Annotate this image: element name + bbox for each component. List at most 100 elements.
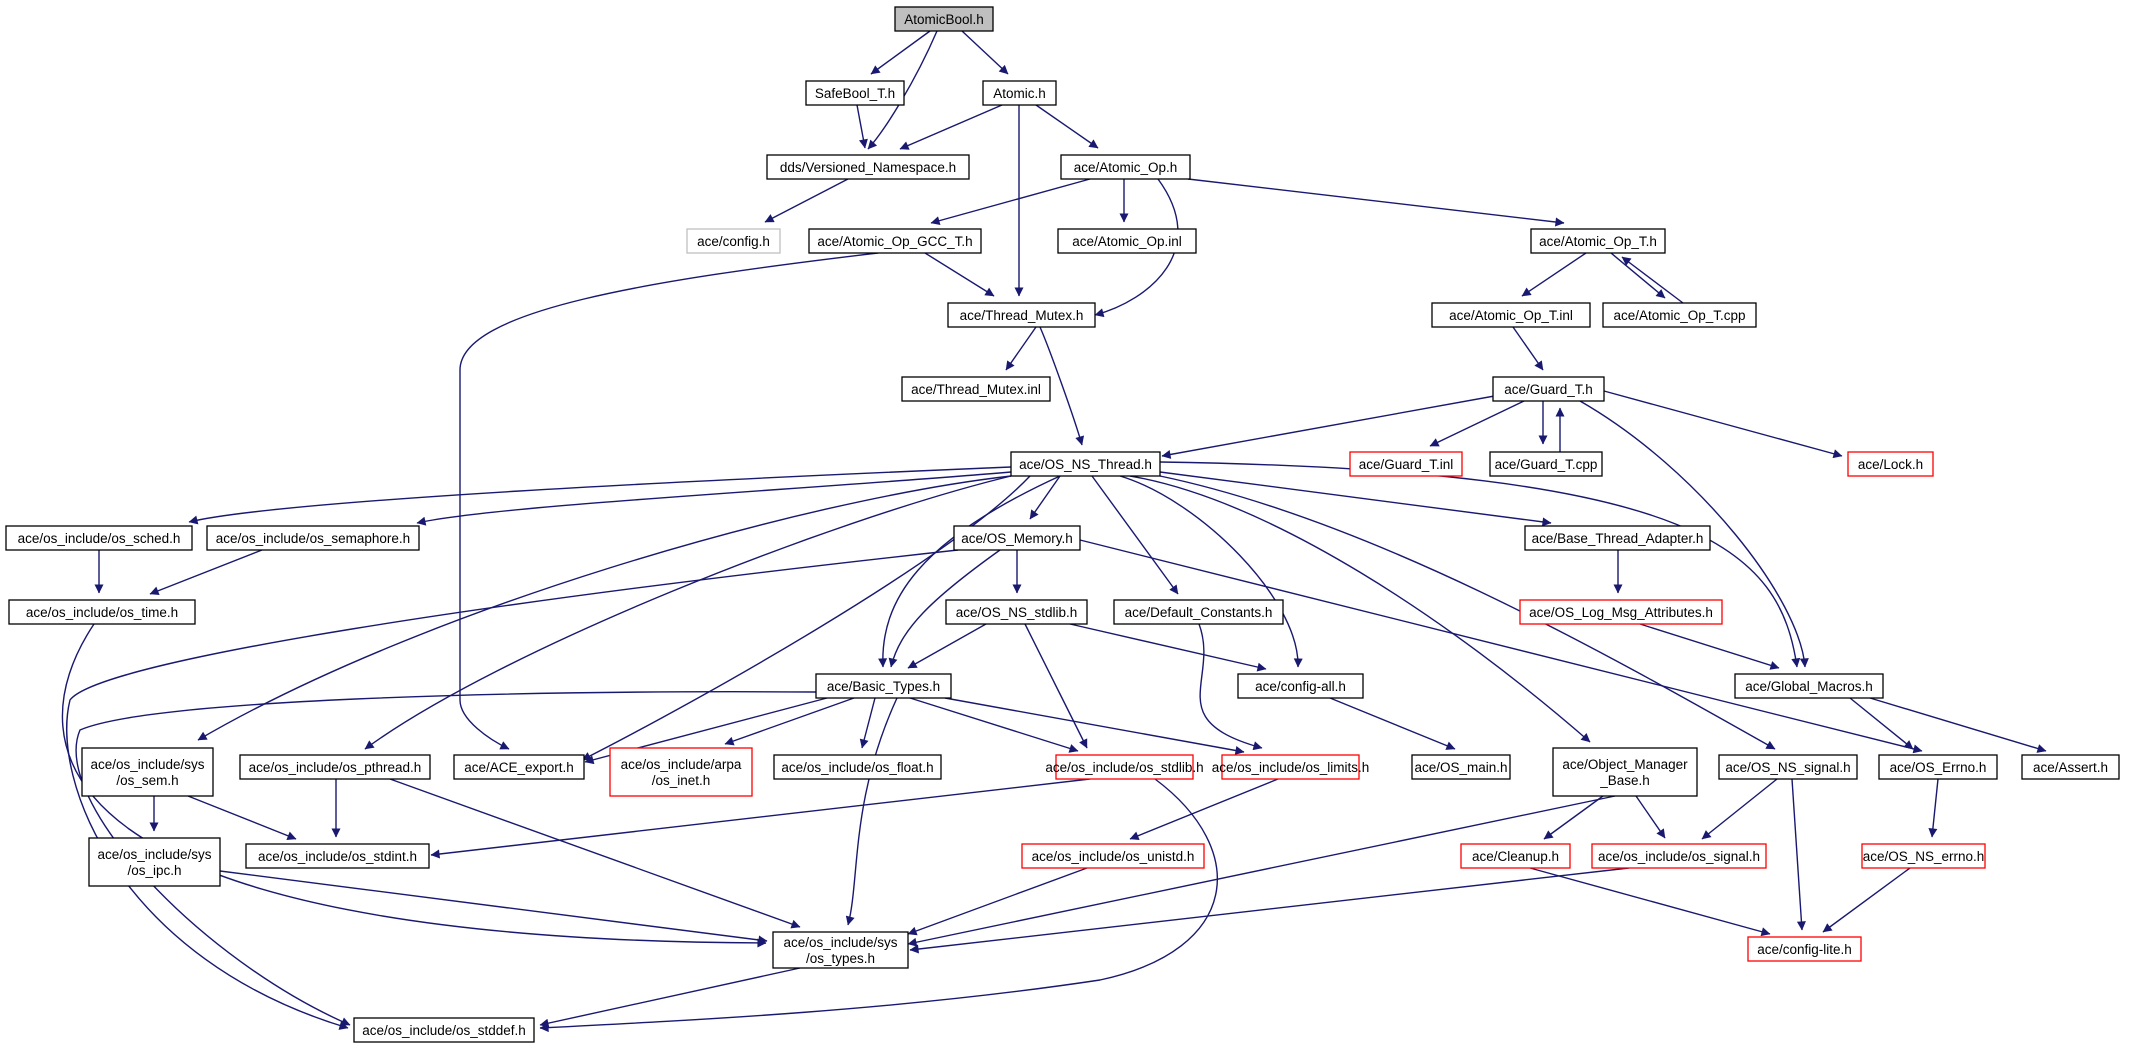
file-node-n6[interactable]: ace/Atomic_Op_GCC_T.h xyxy=(808,228,982,254)
edge-arrow xyxy=(859,697,876,749)
file-node-n37[interactable]: ace/Object_Manager_Base.h xyxy=(1552,747,1698,797)
edge-n20-to-n39 xyxy=(1079,539,1923,754)
file-node-n11[interactable]: ace/Atomic_Op_T.cpp xyxy=(1602,302,1757,328)
edge-n26-to-n47 xyxy=(845,697,898,926)
node-label: ace/Atomic_Op_T.cpp xyxy=(1613,308,1745,323)
file-node-n31[interactable]: ace/ACE_export.h xyxy=(453,754,585,780)
file-node-n13[interactable]: ace/Guard_T.h xyxy=(1492,376,1605,402)
file-node-n44[interactable]: ace/Cleanup.h xyxy=(1460,843,1571,869)
file-node-n27[interactable]: ace/config-all.h xyxy=(1237,673,1364,699)
edge-n10-to-n13 xyxy=(1512,326,1544,371)
file-node-n29[interactable]: ace/os_include/sys/os_sem.h xyxy=(81,747,214,797)
node-box xyxy=(1747,936,1862,962)
node-box xyxy=(1221,754,1360,780)
node-label: ace/Atomic_Op_GCC_T.h xyxy=(817,234,972,249)
edge-n37-to-n47 xyxy=(907,795,1616,947)
file-node-n4[interactable]: ace/config.h xyxy=(686,228,781,254)
edge-n11-to-n8 xyxy=(1621,256,1684,304)
file-node-n42[interactable]: ace/os_include/os_stdint.h xyxy=(245,843,430,869)
edge-arrow xyxy=(1069,623,1267,672)
file-node-n16[interactable]: ace/Guard_T.cpp xyxy=(1489,451,1603,477)
file-node-n17[interactable]: ace/Lock.h xyxy=(1847,451,1934,477)
edge-arrow xyxy=(61,623,767,948)
edge-n38-to-n45 xyxy=(1701,778,1778,840)
file-node-n26[interactable]: ace/Basic_Types.h xyxy=(815,673,952,699)
file-node-n24[interactable]: ace/Default_Constants.h xyxy=(1113,599,1284,625)
node-label: ace/Basic_Types.h xyxy=(827,679,940,694)
file-node-n1[interactable]: SafeBool_T.h xyxy=(805,80,905,106)
edge-n5-to-n8 xyxy=(1187,178,1565,227)
edge-arrow xyxy=(845,697,898,926)
node-box xyxy=(1021,843,1205,869)
edge-arrow xyxy=(870,30,931,75)
file-node-n25[interactable]: ace/OS_Log_Msg_Attributes.h xyxy=(1519,599,1723,625)
file-node-n28[interactable]: ace/Global_Macros.h xyxy=(1734,673,1884,699)
file-node-n8[interactable]: ace/Atomic_Op_T.h xyxy=(1530,228,1666,254)
edge-arrow xyxy=(1621,256,1684,304)
file-node-n38[interactable]: ace/OS_NS_signal.h xyxy=(1718,754,1858,780)
node-label: /os_types.h xyxy=(806,951,875,966)
edge-arrow xyxy=(899,104,1003,150)
file-node-n14[interactable]: ace/OS_NS_Thread.h xyxy=(1010,451,1161,477)
edge-arrow xyxy=(1639,623,1780,670)
file-node-n12[interactable]: ace/Thread_Mutex.inl xyxy=(901,376,1051,402)
edge-n14-to-n26 xyxy=(878,475,1061,668)
node-box xyxy=(1878,754,1998,780)
node-label: ace/Atomic_Op_T.h xyxy=(1539,234,1657,249)
file-node-n40[interactable]: ace/Assert.h xyxy=(2021,754,2120,780)
edge-n14-to-n38 xyxy=(1159,475,1776,750)
edge-n2-to-n5 xyxy=(1035,104,1099,149)
edge-arrow xyxy=(878,475,1061,668)
file-node-n32[interactable]: ace/os_include/arpa/os_inet.h xyxy=(609,747,753,797)
node-label: ace/Thread_Mutex.h xyxy=(960,308,1084,323)
edge-n23-to-n34 xyxy=(1024,623,1088,749)
file-node-n43[interactable]: ace/os_include/os_unistd.h xyxy=(1021,843,1205,869)
node-label: ace/Base_Thread_Adapter.h xyxy=(1532,531,1704,546)
node-label: ace/ACE_export.h xyxy=(464,760,574,775)
node-box xyxy=(1237,673,1364,699)
file-node-n3[interactable]: dds/Versioned_Namespace.h xyxy=(766,154,970,180)
file-node-n15[interactable]: ace/Guard_T.inl xyxy=(1349,451,1463,477)
edge-arrow xyxy=(188,466,1012,525)
file-node-n9[interactable]: ace/Thread_Mutex.h xyxy=(947,302,1096,328)
edge-arrow xyxy=(856,104,868,149)
file-node-n21[interactable]: ace/Base_Thread_Adapter.h xyxy=(1524,525,1711,551)
edge-arrow xyxy=(1610,252,1666,299)
file-node-n47[interactable]: ace/os_include/sys/os_types.h xyxy=(772,931,909,969)
file-node-n23[interactable]: ace/OS_NS_stdlib.h xyxy=(945,599,1088,625)
edge-n9-to-n14 xyxy=(1039,326,1085,446)
node-label: ace/os_include/os_time.h xyxy=(26,605,178,620)
edge-arrow xyxy=(1029,475,1061,520)
file-node-n18[interactable]: ace/os_include/os_sched.h xyxy=(5,525,193,551)
node-box xyxy=(1591,843,1767,869)
file-node-n41[interactable]: ace/os_include/sys/os_ipc.h xyxy=(88,837,221,887)
edge-n14-to-n19 xyxy=(416,471,1012,526)
file-node-n19[interactable]: ace/os_include/os_semaphore.h xyxy=(206,525,420,551)
node-box xyxy=(239,754,431,780)
file-node-n46[interactable]: ace/OS_NS_errno.h xyxy=(1861,843,1986,869)
file-node-n48[interactable]: ace/config-lite.h xyxy=(1747,936,1862,962)
file-node-n20[interactable]: ace/OS_Memory.h xyxy=(953,525,1081,551)
node-box xyxy=(894,6,994,32)
file-node-n30[interactable]: ace/os_include/os_pthread.h xyxy=(239,754,431,780)
file-node-n34[interactable]: ace/os_include/os_stdlib.h xyxy=(1045,754,1204,780)
file-node-n22[interactable]: ace/os_include/os_time.h xyxy=(8,599,196,625)
edge-n14-to-n18 xyxy=(188,466,1012,525)
file-node-n49[interactable]: ace/os_include/os_stddef.h xyxy=(353,1017,535,1043)
file-node-n33[interactable]: ace/os_include/os_float.h xyxy=(773,754,942,780)
node-label: ace/Atomic_Op.inl xyxy=(1072,234,1182,249)
edge-n6-to-n9 xyxy=(924,252,995,297)
file-node-n39[interactable]: ace/OS_Errno.h xyxy=(1878,754,1998,780)
edge-n43-to-n47 xyxy=(907,867,1088,936)
file-node-n45[interactable]: ace/os_include/os_signal.h xyxy=(1591,843,1767,869)
file-node-n5[interactable]: ace/Atomic_Op.h xyxy=(1060,154,1191,180)
node-label: ace/OS_main.h xyxy=(1414,760,1507,775)
file-node-n2[interactable]: Atomic.h xyxy=(982,80,1057,106)
node-box xyxy=(1010,451,1161,477)
file-node-n35[interactable]: ace/os_include/os_limits.h xyxy=(1212,754,1370,780)
file-node-n7[interactable]: ace/Atomic_Op.inl xyxy=(1057,228,1197,254)
node-label: /os_inet.h xyxy=(652,773,711,788)
file-node-n36[interactable]: ace/OS_main.h xyxy=(1411,754,1511,780)
file-node-n10[interactable]: ace/Atomic_Op_T.inl xyxy=(1431,302,1591,328)
